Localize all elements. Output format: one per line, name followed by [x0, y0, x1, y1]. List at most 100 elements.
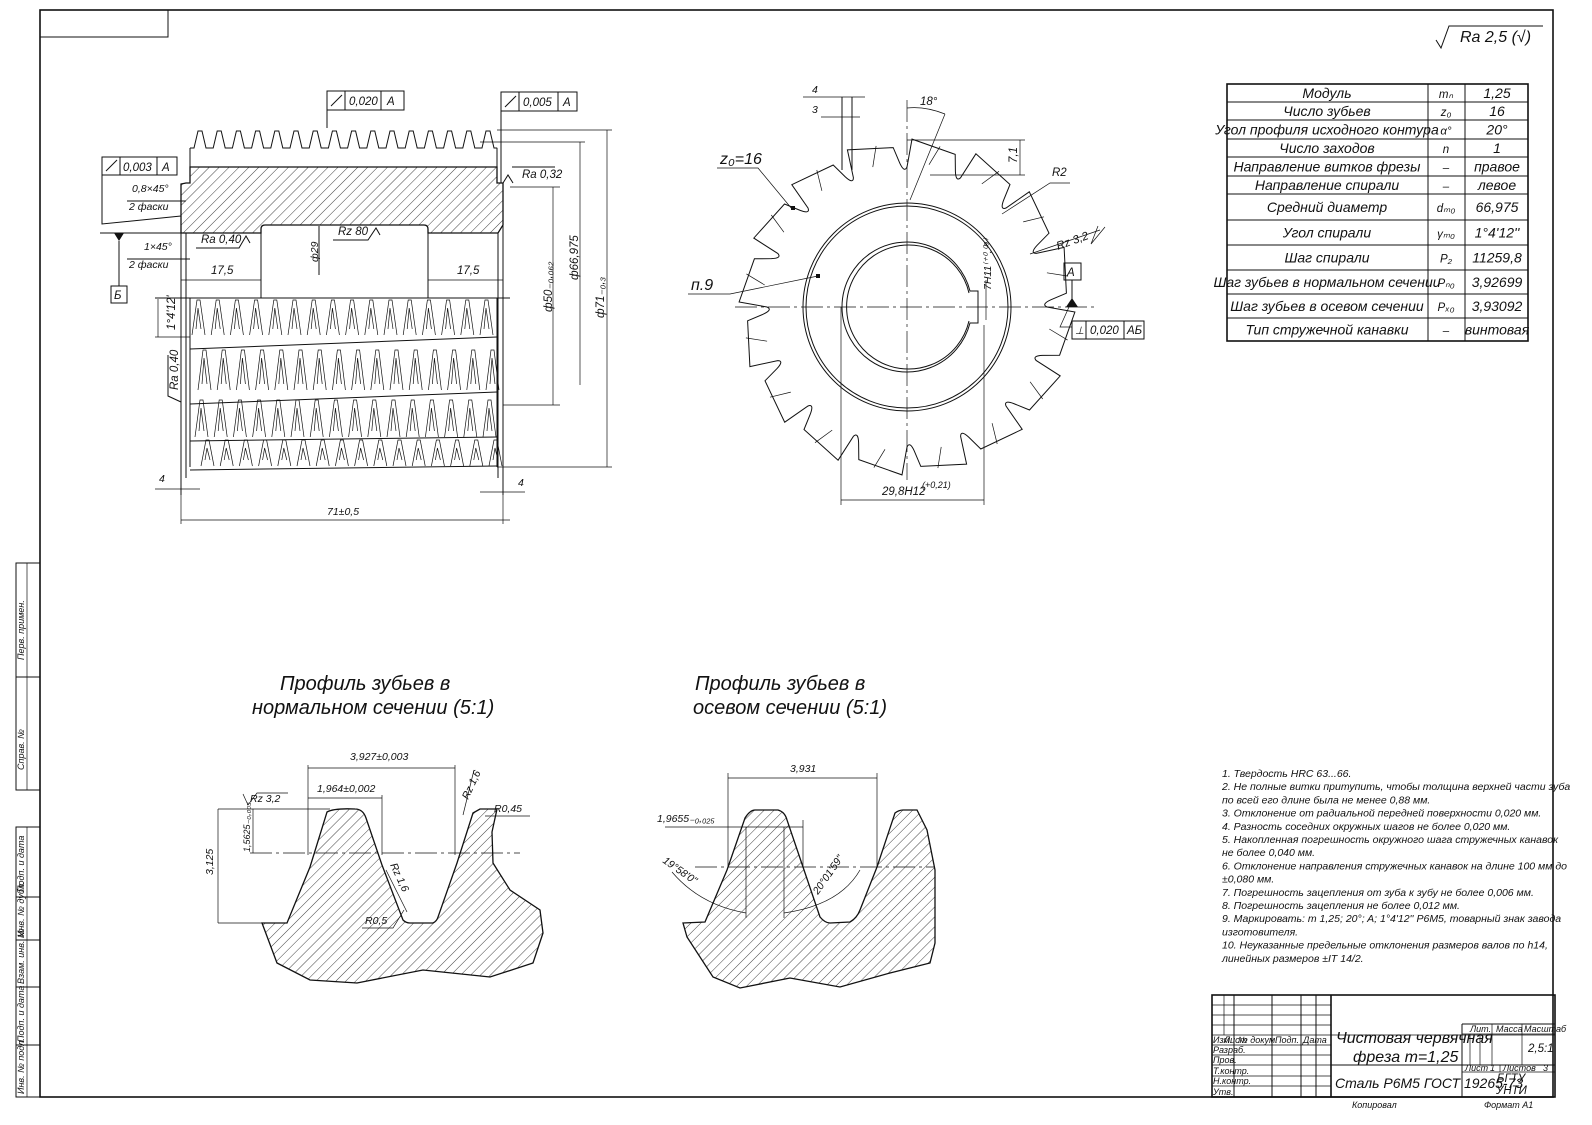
- relief-line: [991, 423, 998, 445]
- perpendicularity-tolerance-frame: [1071, 320, 1145, 340]
- relief-line: [1029, 381, 1043, 400]
- svg-text:3,125: 3,125: [204, 849, 216, 875]
- parameter-symbol: Pₙ₀: [1437, 278, 1454, 290]
- svg-text:Листов: Листов: [1502, 1063, 1536, 1073]
- parameter-name: Шаг зубьев в осевом сечении: [1230, 298, 1424, 314]
- parameter-name: Угол профиля исходного контура: [1214, 122, 1439, 138]
- normal-section-profile: Профиль зубьев в нормальном сечении (5:1…: [204, 673, 544, 984]
- svg-text:3,927±0,003: 3,927±0,003: [350, 751, 408, 763]
- material: Сталь Р6М5 ГОСТ 19265-73: [1335, 1075, 1523, 1091]
- svg-text:Rz 3,2: Rz 3,2: [250, 793, 281, 805]
- svg-text:2 фаски: 2 фаски: [128, 259, 169, 271]
- roughness-stamp-text: Ra 2,5 (√): [1460, 29, 1531, 46]
- svg-text:18°: 18°: [920, 96, 938, 108]
- svg-text:№ докум.: № докум.: [1238, 1035, 1278, 1045]
- parameter-symbol: –: [1442, 326, 1450, 338]
- svg-text:УНТИ: УНТИ: [1495, 1085, 1528, 1097]
- note-line: 5. Накопленная погрешность окружного шаг…: [1222, 834, 1559, 846]
- tooth-rows: [189, 299, 503, 471]
- svg-text:7Н11⁽⁺⁰,⁰⁹⁾: 7Н11⁽⁺⁰,⁰⁹⁾: [982, 238, 994, 290]
- svg-text:ф71₋₀,₃: ф71₋₀,₃: [595, 276, 607, 318]
- note-line: 6. Отклонение направления стружечных кан…: [1222, 860, 1567, 872]
- relief-line: [745, 337, 768, 342]
- parameter-name: Угол спирали: [1282, 225, 1371, 241]
- svg-text:ф66,975: ф66,975: [569, 235, 581, 280]
- svg-text:Дата: Дата: [1302, 1035, 1327, 1045]
- relief-line: [981, 171, 1000, 185]
- svg-text:1: 1: [1490, 1063, 1495, 1073]
- svg-text:0,8×45°: 0,8×45°: [132, 183, 169, 195]
- svg-text:Ra 0,40: Ra 0,40: [201, 234, 242, 246]
- section-title: нормальном сечении (5:1): [252, 697, 494, 719]
- tooth-row: [194, 399, 497, 438]
- runout-tolerance-frame: 0,005 A: [500, 91, 578, 183]
- svg-text:(+0,21): (+0,21): [922, 480, 951, 490]
- svg-text:4: 4: [812, 84, 818, 96]
- svg-text:ф29: ф29: [309, 241, 321, 262]
- runout-arrow-icon: [330, 94, 343, 107]
- svg-text:Лист: Лист: [1464, 1063, 1489, 1073]
- parameter-symbol: –: [1442, 181, 1450, 193]
- svg-text:A: A: [562, 97, 571, 109]
- note-line: ±0,080 мм.: [1222, 874, 1274, 886]
- svg-text:3: 3: [812, 104, 818, 116]
- axial-section-profile: Профиль зубьев в осевом сечении (5:1) 3,…: [657, 673, 936, 989]
- note-line: 2. Не полные витки притупить, чтобы толщ…: [1221, 781, 1570, 793]
- runout-tolerance-frame: 0,020 A: [326, 90, 405, 128]
- svg-text:Лит.: Лит.: [1469, 1024, 1491, 1034]
- svg-text:Изм.: Изм.: [1213, 1035, 1232, 1045]
- relief-line: [769, 391, 791, 398]
- svg-text:4: 4: [159, 473, 165, 485]
- relief-line: [1023, 216, 1045, 223]
- svg-text:Лист: Лист: [1223, 1035, 1248, 1045]
- parameter-name: Направление спирали: [1255, 177, 1400, 193]
- svg-text:20°01'59": 20°01'59": [810, 852, 847, 898]
- roughness-check-icon: [1435, 25, 1543, 50]
- svg-text:7,1: 7,1: [1008, 147, 1020, 163]
- parameter-value: 66,975: [1476, 199, 1519, 215]
- parameter-value: винтовая: [1465, 322, 1530, 338]
- svg-text:A: A: [386, 96, 395, 108]
- parameter-value: 3,92699: [1472, 274, 1523, 290]
- parameter-symbol: mₙ: [1439, 89, 1454, 101]
- relief-line: [928, 146, 941, 165]
- svg-text:R0,5: R0,5: [365, 915, 387, 927]
- parameter-value: 1°4'12'': [1475, 225, 1521, 241]
- parameter-symbol: –: [1442, 163, 1450, 175]
- strip-label: Подп. и дата: [16, 836, 26, 892]
- parameter-value: 20°: [1485, 122, 1508, 138]
- svg-text:⊥: ⊥: [1075, 325, 1084, 337]
- strip-label: Взам. инв. №: [16, 928, 26, 984]
- svg-text:3: 3: [1543, 1063, 1548, 1073]
- note-line: изготовителя.: [1222, 926, 1298, 938]
- svg-text:17,5: 17,5: [211, 265, 234, 277]
- svg-text:Rz 1,6: Rz 1,6: [460, 769, 484, 802]
- parameter-name: Модуль: [1302, 85, 1351, 101]
- technical-notes: 1. Твердость HRC 63...66.2. Не полные ви…: [1221, 768, 1570, 965]
- parameter-value: правое: [1474, 159, 1520, 175]
- svg-text:1,9655₋₀,₀₂₅: 1,9655₋₀,₀₂₅: [657, 813, 715, 825]
- note-line: 8. Погрешность зацепления не более 0,012…: [1222, 900, 1460, 912]
- parameter-name: Шаг спирали: [1284, 250, 1369, 266]
- section-title: Профиль зубьев в: [695, 673, 865, 695]
- parameter-symbol: P₂: [1440, 254, 1453, 266]
- side-strip: Перв. примен. Справ. № Подп. и дата Инв.…: [15, 562, 41, 1098]
- note-line: 3. Отклонение от радиальной передней пов…: [1222, 808, 1541, 820]
- svg-text:0,020: 0,020: [349, 96, 378, 108]
- drawing-frame: [39, 9, 1554, 1098]
- svg-text:1×45°: 1×45°: [144, 241, 172, 253]
- drawing-title: фреза m=1,25: [1353, 1049, 1459, 1066]
- svg-text:19°58'0": 19°58'0": [660, 855, 700, 888]
- end-view: 4 3 18° 7,1 z₀=16 R2 Rz 3,2 A ⊥ 0,020 АБ…: [688, 84, 1145, 505]
